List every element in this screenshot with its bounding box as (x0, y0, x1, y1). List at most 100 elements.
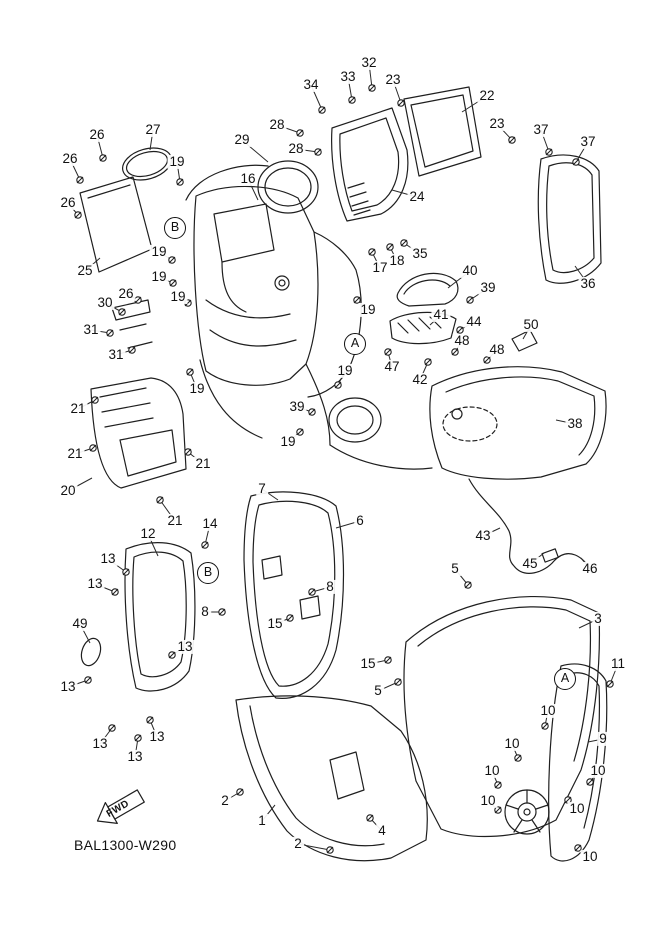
part-1-lower-cover (235, 695, 428, 862)
callout-8: 8 (324, 578, 336, 595)
part-22-panel (403, 86, 482, 177)
wheel (504, 789, 550, 835)
part-9-cover (548, 663, 608, 862)
callout-14: 14 (200, 515, 220, 532)
detail-marker-A: A (554, 668, 576, 690)
callout-11: 11 (608, 655, 628, 672)
callout-50: 50 (521, 316, 541, 333)
callout-48: 48 (452, 332, 472, 349)
callout-19: 19 (149, 243, 169, 260)
callout-13: 13 (147, 728, 167, 745)
callout-49: 49 (70, 615, 90, 632)
callout-6: 6 (354, 512, 366, 529)
detail-marker-B: B (164, 217, 186, 239)
callout-34: 34 (301, 76, 321, 93)
callout-5: 5 (372, 682, 384, 699)
callout-22: 22 (477, 87, 497, 104)
callout-30: 30 (95, 294, 115, 311)
callout-46: 46 (580, 560, 600, 577)
callout-36: 36 (578, 275, 598, 292)
callout-29: 29 (232, 131, 252, 148)
diagram-code: BAL1300-W290 (74, 837, 177, 853)
callout-26: 26 (116, 285, 136, 302)
callout-5: 5 (449, 560, 461, 577)
part-40-lid (396, 272, 459, 307)
callout-2: 2 (292, 835, 304, 852)
callout-41: 41 (431, 306, 451, 323)
callout-13: 13 (58, 678, 78, 695)
callout-10: 10 (567, 800, 587, 817)
callout-19: 19 (167, 153, 187, 170)
callout-4: 4 (376, 822, 388, 839)
callout-26: 26 (58, 194, 78, 211)
callout-1: 1 (256, 812, 268, 829)
callout-26: 26 (87, 126, 107, 143)
part-49-grommet (80, 637, 102, 667)
part-24-frame (331, 107, 409, 222)
detail-marker-A: A (344, 333, 366, 355)
callout-10: 10 (478, 792, 498, 809)
callout-10: 10 (588, 762, 608, 779)
part-38-floor-panel (429, 366, 607, 480)
callout-13: 13 (85, 575, 105, 592)
callout-35: 35 (410, 245, 430, 262)
callout-15: 15 (358, 655, 378, 672)
callout-19: 19 (278, 433, 298, 450)
part-41-pocket (389, 311, 457, 345)
callout-10: 10 (482, 762, 502, 779)
callout-15: 15 (265, 615, 285, 632)
callout-21: 21 (165, 512, 185, 529)
callout-13: 13 (125, 748, 145, 765)
callout-23: 23 (487, 115, 507, 132)
callout-25: 25 (75, 262, 95, 279)
detail-marker-B: B (197, 562, 219, 584)
callout-19: 19 (335, 362, 355, 379)
part-16-inner-shield (185, 164, 433, 470)
callout-13: 13 (90, 735, 110, 752)
callout-28: 28 (286, 140, 306, 157)
callout-37: 37 (531, 121, 551, 138)
callout-27: 27 (143, 121, 163, 138)
callout-12: 12 (138, 525, 158, 542)
callout-31: 31 (81, 321, 101, 338)
callout-13: 13 (98, 550, 118, 567)
callout-28: 28 (267, 116, 287, 133)
callout-31: 31 (106, 346, 126, 363)
callout-16: 16 (238, 170, 258, 187)
callout-32: 32 (359, 54, 379, 71)
callout-19: 19 (168, 288, 188, 305)
part-6-panel (243, 491, 345, 699)
callout-21: 21 (68, 400, 88, 417)
callout-13: 13 (175, 638, 195, 655)
callout-19: 19 (358, 301, 378, 318)
callout-24: 24 (407, 188, 427, 205)
callout-10: 10 (580, 848, 600, 865)
callout-26: 26 (60, 150, 80, 167)
callout-2: 2 (219, 792, 231, 809)
callout-23: 23 (383, 71, 403, 88)
callout-44: 44 (464, 313, 484, 330)
callout-3: 3 (592, 610, 604, 627)
part-20-duct (90, 377, 187, 489)
callout-45: 45 (520, 555, 540, 572)
callout-8: 8 (199, 603, 211, 620)
callout-47: 47 (382, 358, 402, 375)
callout-38: 38 (565, 415, 585, 432)
callout-48: 48 (487, 341, 507, 358)
callout-21: 21 (193, 455, 213, 472)
callout-19: 19 (187, 380, 207, 397)
callout-37: 37 (578, 133, 598, 150)
callout-40: 40 (460, 262, 480, 279)
part-3-side-cover (403, 595, 601, 838)
callout-33: 33 (338, 68, 358, 85)
callout-10: 10 (502, 735, 522, 752)
callout-10: 10 (538, 702, 558, 719)
callout-39: 39 (478, 279, 498, 296)
callout-19: 19 (149, 268, 169, 285)
callout-9: 9 (597, 730, 609, 747)
callout-20: 20 (58, 482, 78, 499)
part-12-panel (124, 542, 196, 692)
